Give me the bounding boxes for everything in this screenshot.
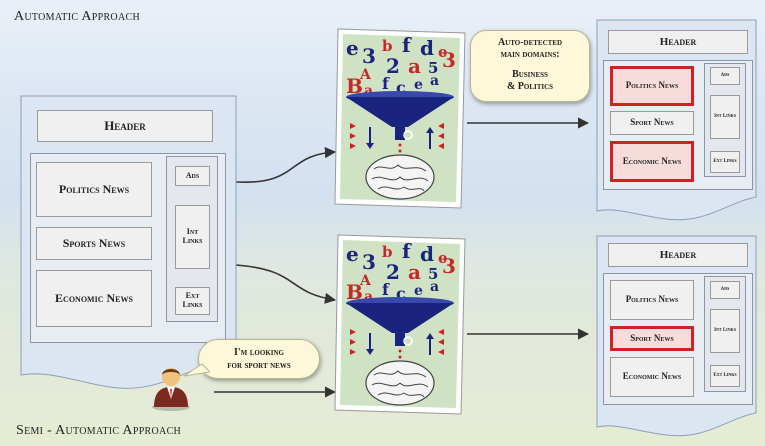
top-letter-13: a xyxy=(364,83,373,99)
top-output-ext-links-block: Ext Links xyxy=(710,151,740,173)
auto-detected-bubble: Auto-detected main domains: Business & P… xyxy=(470,30,590,102)
top-red-triangles xyxy=(350,123,444,149)
top-letter-3: f xyxy=(402,33,412,57)
top-output-int-links-block: Int Links xyxy=(710,95,740,139)
top-letter-5: e xyxy=(438,43,448,61)
auto-bubble-line-3: Business xyxy=(512,69,548,80)
bottom-letter-12: f xyxy=(382,280,390,299)
bottom-letter-13: a xyxy=(364,289,373,305)
auto-bubble-line-1: Auto-detected xyxy=(497,37,563,48)
top-letter-11: B xyxy=(346,74,363,98)
input-ext-links-block: Ext Links xyxy=(175,287,210,315)
bottom-funnel-illustration: e 3 b f d e A 2 a 5 3 B f a c e a xyxy=(334,234,466,415)
top-letter-12: f xyxy=(382,74,390,93)
speech-bubble-tail xyxy=(183,363,210,377)
bottom-red-triangles xyxy=(350,329,444,355)
bottom-letter-7: 2 xyxy=(386,260,400,284)
semi-automatic-approach-caption: Semi - Automatic Approach xyxy=(16,423,182,438)
input-politics-news-block: Politics News xyxy=(36,162,152,217)
top-output-economic-news-block: Economic News xyxy=(610,141,694,182)
bottom-funnel-spout xyxy=(395,332,405,346)
top-letter-10: 3 xyxy=(442,48,456,72)
top-funnel-card: e 3 b f d e A 2 a 5 3 B f a c e a xyxy=(334,27,466,209)
user-bubble-line-1: I'm looking xyxy=(233,347,284,358)
input-ads-block: Ads xyxy=(175,166,210,186)
top-letter-6: A xyxy=(359,67,372,83)
bottom-funnel-valve xyxy=(403,336,413,346)
top-output-politics-news-block: Politics News xyxy=(610,66,694,106)
input-sports-news-block: Sports News xyxy=(36,227,152,260)
bottom-output-politics-news-block: Politics News xyxy=(610,280,694,320)
top-funnel-letters: e 3 b f d e A 2 a 5 3 B f a c e a xyxy=(346,33,456,99)
top-drops xyxy=(398,143,402,153)
top-letter-0: e xyxy=(346,36,359,60)
auto-bubble-line-4: & Politics xyxy=(506,81,554,92)
curve-input-to-top-funnel xyxy=(235,147,337,183)
top-letter-7: 2 xyxy=(386,54,400,78)
bottom-output-header: Header xyxy=(608,243,748,267)
bottom-output-economic-news-block: Economic News xyxy=(610,357,694,397)
bottom-letter-10: 3 xyxy=(442,254,456,278)
top-letter-4: d xyxy=(420,36,434,60)
bottom-letter-8: a xyxy=(408,260,421,284)
bottom-drops xyxy=(398,349,402,359)
input-header-block: Header xyxy=(37,110,213,142)
bottom-funnel-card: e 3 b f d e A 2 a 5 3 B f a c e a xyxy=(334,233,466,415)
user-avatar xyxy=(152,368,190,411)
top-letter-15: e xyxy=(414,77,423,93)
bottom-letter-4: d xyxy=(420,242,434,266)
bottom-letter-1: 3 xyxy=(362,250,376,274)
auto-bubble-line-2: main domains: xyxy=(500,49,560,60)
bottom-output-sport-news-block: Sport News xyxy=(610,326,694,351)
top-funnel-valve xyxy=(403,130,413,140)
top-output-header: Header xyxy=(608,30,748,54)
bottom-letter-5: e xyxy=(438,249,448,267)
top-letter-8: a xyxy=(408,54,421,78)
input-int-links-block: Int Links xyxy=(175,205,210,269)
top-letter-9: 5 xyxy=(428,59,438,77)
top-funnel-spout xyxy=(395,126,405,140)
bottom-letter-0: e xyxy=(346,242,359,266)
bottom-letter-6: A xyxy=(359,273,372,289)
user-speech-bubble: I'm looking for sport news xyxy=(198,339,320,379)
bottom-letter-3: f xyxy=(402,239,412,263)
top-output-sport-news-block: Sport News xyxy=(610,111,694,135)
bottom-output-ads-block: Ads xyxy=(710,281,740,299)
top-letter-16: a xyxy=(430,73,439,89)
top-output-ads-block: Ads xyxy=(710,67,740,85)
bottom-output-ext-links-block: Ext Links xyxy=(710,365,740,387)
input-economic-news-block: Economic News xyxy=(36,270,152,327)
bottom-letter-9: 5 xyxy=(428,265,438,283)
curve-input-to-bottom-funnel xyxy=(235,264,337,304)
top-letter-1: 3 xyxy=(362,44,376,68)
top-funnel-body xyxy=(346,97,454,127)
bottom-funnel-letters: e 3 b f d e A 2 a 5 3 B f a c e a xyxy=(346,239,456,305)
bottom-letter-2: b xyxy=(382,243,393,261)
bottom-funnel-body xyxy=(346,303,454,333)
top-letter-14: c xyxy=(396,78,406,97)
automatic-approach-caption: Automatic Approach xyxy=(14,9,140,24)
bottom-letter-14: c xyxy=(396,284,406,303)
user-bubble-line-2: for sport news xyxy=(227,360,291,371)
top-funnel-illustration: e 3 b f d e A 2 a 5 3 B f a c e a xyxy=(334,28,466,209)
bottom-output-int-links-block: Int Links xyxy=(710,309,740,353)
bottom-letter-15: e xyxy=(414,283,423,299)
bottom-letter-16: a xyxy=(430,279,439,295)
top-letter-2: b xyxy=(382,37,393,55)
bottom-letter-11: B xyxy=(346,280,363,304)
